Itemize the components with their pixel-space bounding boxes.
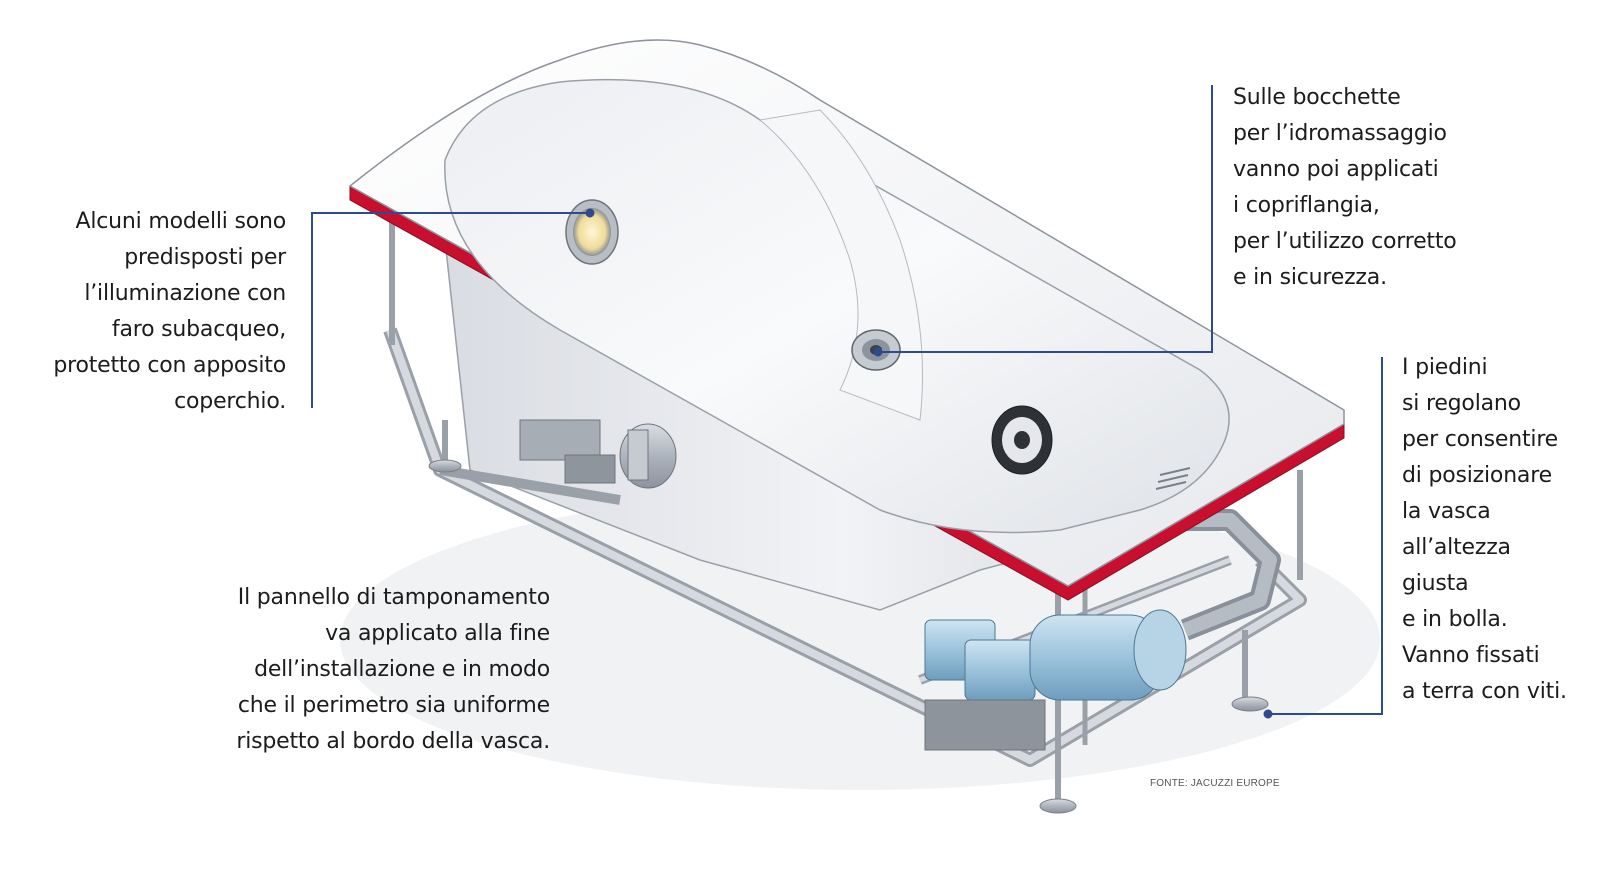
callout-line: l’illuminazione con [84,281,286,306]
callout-lighting: Alcuni modelli sono predisposti per l’il… [0,204,286,420]
leader-line-jets [878,85,1213,353]
whirlpool-pump [924,509,1281,751]
callout-line: Il pannello di tamponamento [237,585,550,610]
callout-jets: Sulle bocchette per l’idromassaggio vann… [1233,80,1457,296]
callout-line: Vanno fissati [1402,643,1540,668]
callout-line: Sulle bocchette [1233,85,1401,110]
callout-line: I piedini [1402,355,1488,380]
callout-line: faro subacqueo, [111,317,286,342]
callout-line: coperchio. [174,389,286,414]
callout-line: giusta [1402,571,1469,596]
callout-line: la vasca [1402,499,1491,524]
callout-line: a terra con viti. [1402,679,1567,704]
callout-line: dell’installazione e in modo [254,657,550,682]
leader-line-feet [1268,357,1383,715]
source-credit: FONTE: JACUZZI EUROPE [1150,778,1280,789]
callout-line: e in bolla. [1402,607,1508,632]
leader-line-lighting [311,212,590,408]
drain-cover [991,405,1053,475]
callout-line: predisposti per [124,245,286,270]
callout-feet: I piedini si regolano per consentire di … [1402,350,1567,710]
drain-fitting [519,419,677,489]
callout-line: per l’idromassaggio [1233,121,1447,146]
callout-line: all’altezza [1402,535,1511,560]
callout-line: Alcuni modelli sono [75,209,287,234]
underwater-light [565,199,619,265]
callout-line: che il perimetro sia uniforme [237,693,550,718]
callout-line: protetto con apposito [53,353,286,378]
overflow-slots [1155,467,1191,490]
callout-line: e in sicurezza. [1233,265,1387,290]
callout-line: di posizionare [1402,463,1552,488]
callout-panel: Il pannello di tamponamento va applicato… [150,580,550,760]
callout-line: va applicato alla fine [325,621,550,646]
adjustable-feet [389,220,1303,814]
callout-line: rispetto al bordo della vasca. [236,729,550,754]
leader-lines [311,85,1383,719]
callout-line: per l’utilizzo corretto [1233,229,1457,254]
callout-line: i copriflangia, [1233,193,1380,218]
callout-line: per consentire [1402,427,1559,452]
callout-line: si regolano [1402,391,1521,416]
callout-line: vanno poi applicati [1233,157,1439,182]
